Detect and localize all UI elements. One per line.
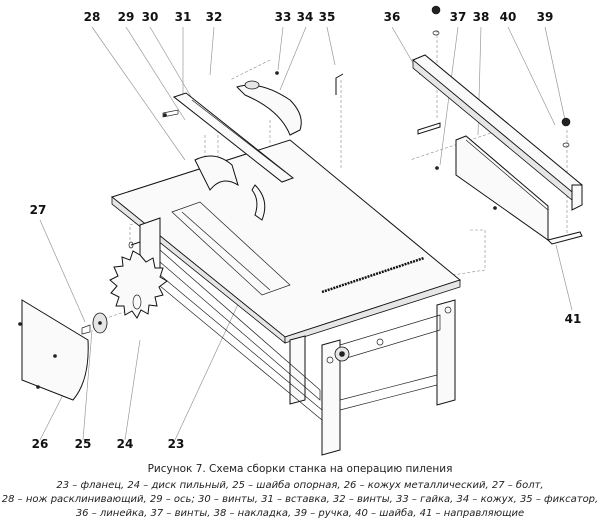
callout-27: 27: [29, 203, 47, 217]
callout-25: 25: [74, 437, 92, 451]
callout-37: 37: [449, 10, 467, 24]
callout-30: 30: [141, 10, 159, 24]
lock-pin: [335, 73, 344, 95]
callout-36: 36: [383, 10, 401, 24]
handles: [431, 5, 571, 148]
saw-blade: [109, 250, 168, 319]
callout-32: 32: [205, 10, 223, 24]
callout-33: 33: [274, 10, 292, 24]
blade-cover: [236, 71, 302, 136]
callout-34: 34: [296, 10, 314, 24]
parts-legend-line: 23 – фланец, 24 – диск пильный, 25 – шай…: [56, 480, 544, 491]
cover-plate: [435, 135, 549, 241]
parts-legend-line: 28 – нож расклинивающий, 29 – ось; 30 – …: [1, 494, 599, 505]
callout-24: 24: [116, 437, 134, 451]
assembly-drawing: [18, 5, 583, 456]
callout-26: 26: [31, 437, 49, 451]
figure-caption: Рисунок 7. Схема сборки станка на операц…: [147, 463, 453, 475]
callout-23: 23: [167, 437, 185, 451]
callout-39: 39: [536, 10, 554, 24]
parts-legend-line: 36 – линейка, 37 – винты, 38 – накладка,…: [75, 508, 525, 519]
callout-38: 38: [472, 10, 490, 24]
callout-29: 29: [117, 10, 135, 24]
guides: [547, 231, 583, 245]
callout-28: 28: [83, 10, 101, 24]
callout-35: 35: [318, 10, 336, 24]
machine-table: [110, 139, 462, 456]
leader-lines: [39, 26, 573, 441]
callout-40: 40: [499, 10, 517, 24]
callout-31: 31: [174, 10, 192, 24]
insert-plate: [162, 92, 295, 183]
riving-knife: [194, 155, 266, 221]
flange-parts: [81, 312, 108, 335]
metal-guard: [18, 299, 89, 401]
fence: [412, 54, 583, 211]
callout-41: 41: [564, 312, 582, 326]
